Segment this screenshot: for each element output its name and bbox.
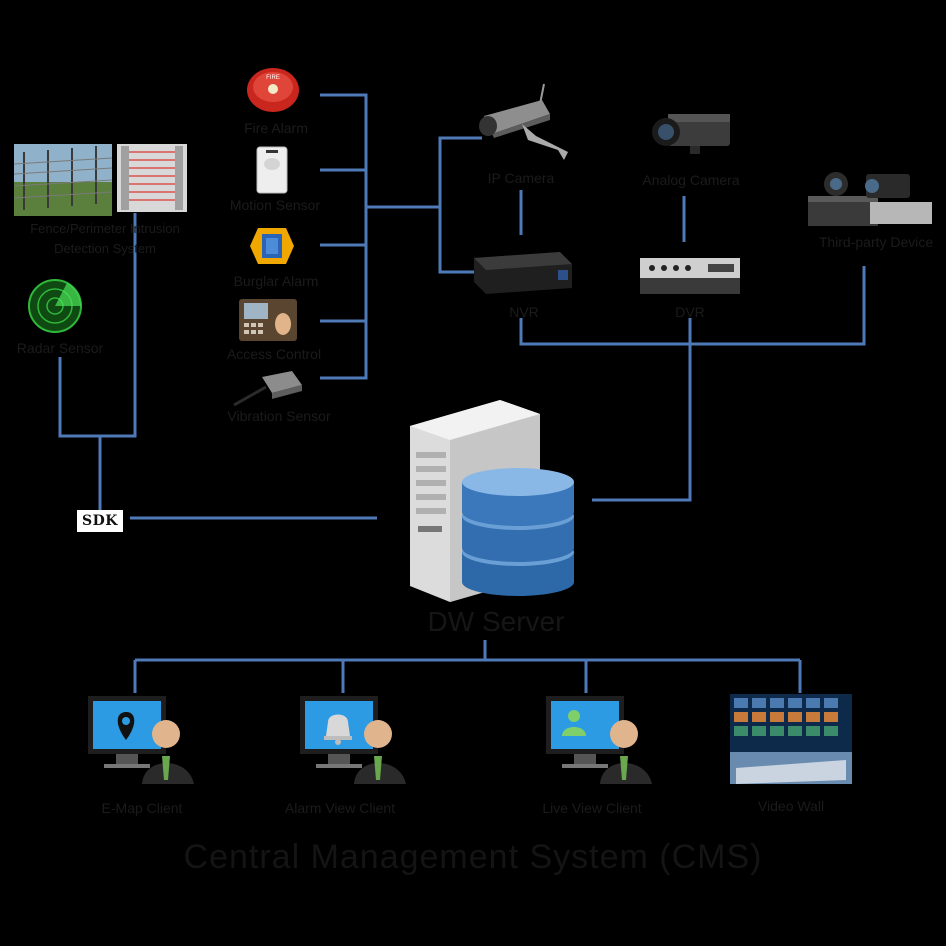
sdk-badge: SDK xyxy=(77,510,123,532)
fence-icon xyxy=(14,144,112,216)
vibration-sensor-icon xyxy=(233,371,302,407)
alarm-device-label: Burglar Alarm xyxy=(233,273,319,289)
ip-camera-icon xyxy=(479,83,568,160)
nvr-icon xyxy=(474,252,572,294)
alarm-device-label: Vibration Sensor xyxy=(227,408,331,424)
radar-label: Radar Sensor xyxy=(16,340,104,356)
fence-label-line2: Detection System xyxy=(54,241,156,256)
alarm-device-label: Fire Alarm xyxy=(244,120,308,136)
dvr-label: DVR xyxy=(675,304,705,320)
server-icon xyxy=(410,400,574,602)
motion-sensor-icon xyxy=(256,146,288,194)
radar-icon xyxy=(28,279,82,333)
fire-alarm-icon: FIRE xyxy=(247,68,299,112)
alarm-device-label: Access Control xyxy=(226,346,322,362)
analog-camera-icon xyxy=(652,114,730,154)
client-label: Live View Client xyxy=(542,800,642,816)
burglar-alarm-icon xyxy=(250,228,294,264)
svg-text:FIRE: FIRE xyxy=(266,75,280,81)
client-label: E-Map Client xyxy=(101,800,183,816)
server-title: DW Server xyxy=(427,606,565,637)
third-party-device-icon xyxy=(808,172,932,226)
video-wall-icon xyxy=(730,694,852,784)
client-label: Alarm View Client xyxy=(284,800,396,816)
e-map-client-icon xyxy=(88,696,194,784)
ip-camera-label: IP Camera xyxy=(487,170,555,186)
client-label: Video Wall xyxy=(757,798,825,814)
third-party-label: Third-party Device xyxy=(818,234,934,250)
dvr-icon xyxy=(640,258,740,294)
alarm-device-label: Motion Sensor xyxy=(229,197,321,213)
live-view-client-icon xyxy=(546,696,652,784)
cms-title: Central Management System (CMS) xyxy=(183,838,763,876)
nvr-label: NVR xyxy=(509,304,539,320)
analog-camera-label: Analog Camera xyxy=(642,172,740,188)
fence-label-line1: Fence/Perimeter Intrusion xyxy=(30,221,180,236)
access-control-icon xyxy=(239,299,297,341)
alarm-view-client-icon xyxy=(300,696,406,784)
beam-sensor-icon xyxy=(117,144,187,212)
